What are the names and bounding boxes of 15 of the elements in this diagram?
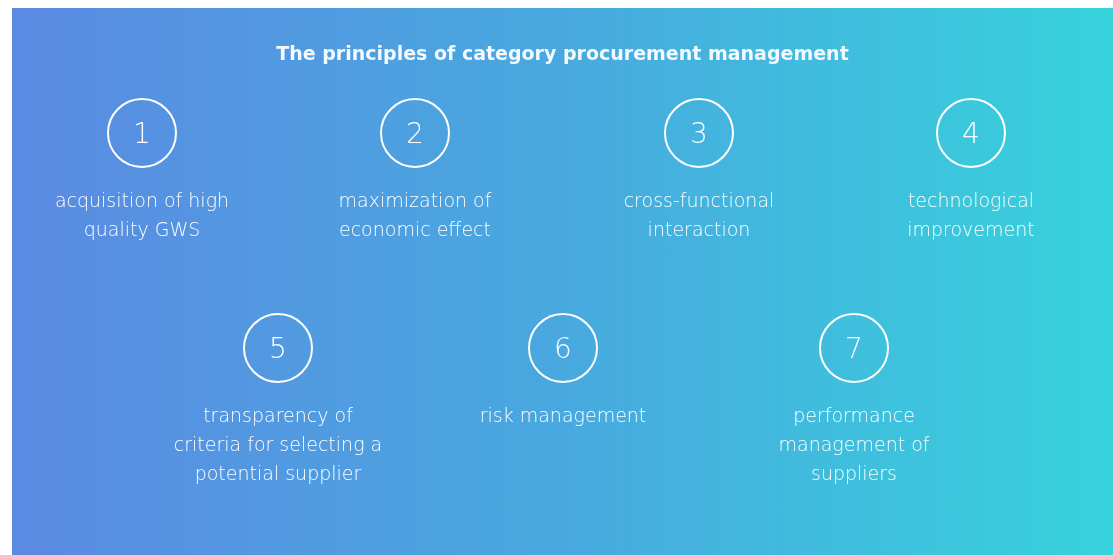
principle-label: performance management of suppliers bbox=[777, 403, 931, 486]
principle-label: transparency of criteria for selecting a potential supplier bbox=[172, 403, 384, 486]
principle-label: risk management bbox=[478, 403, 648, 428]
principle-label: maximization of economic effect bbox=[337, 188, 493, 242]
principle-label: cross-functional interaction bbox=[622, 188, 776, 242]
principle-label: technological improvement bbox=[906, 188, 1036, 242]
title: The principles of category procurement management bbox=[275, 42, 850, 64]
number-circle: 1 bbox=[107, 98, 177, 168]
number-circle: 6 bbox=[528, 313, 598, 383]
principle-label: acquisition of high quality GWS bbox=[53, 188, 231, 242]
number-circle: 5 bbox=[243, 313, 313, 383]
number-circle: 2 bbox=[380, 98, 450, 168]
number-circle: 3 bbox=[664, 98, 734, 168]
number-circle: 7 bbox=[819, 313, 889, 383]
number-circle: 4 bbox=[936, 98, 1006, 168]
